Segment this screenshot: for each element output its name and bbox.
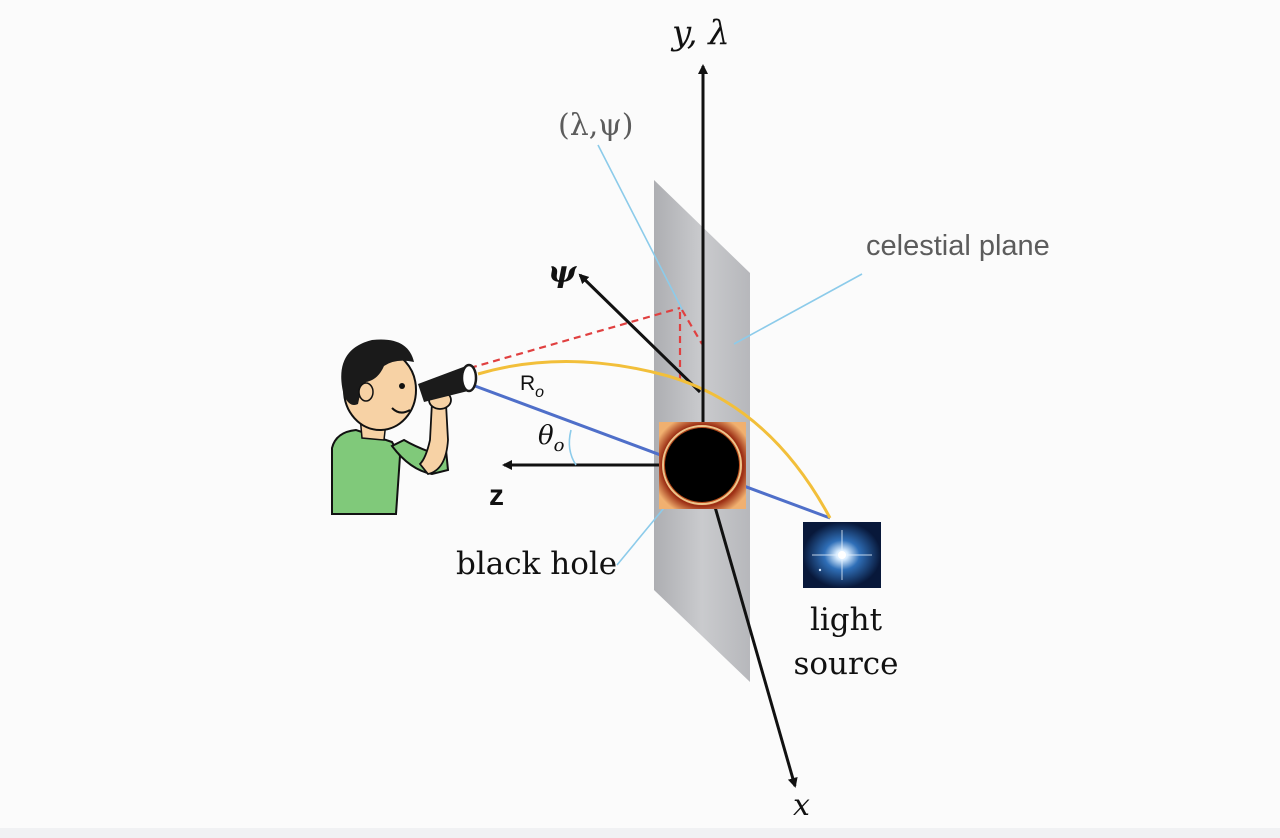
point-leader-line bbox=[597, 144, 684, 312]
celestial-plane-label: celestial plane bbox=[866, 230, 1050, 262]
x-axis-label: x bbox=[793, 788, 810, 823]
sightline-to-point bbox=[469, 306, 681, 370]
black-hole-icon bbox=[659, 422, 746, 509]
y-axis-label: y, λ bbox=[670, 13, 730, 53]
psi-axis bbox=[578, 273, 702, 394]
z-axis-label: z bbox=[489, 479, 504, 512]
x-axis bbox=[701, 464, 798, 788]
telescope-icon bbox=[418, 363, 478, 402]
observer-icon bbox=[331, 339, 452, 515]
star-icon bbox=[803, 522, 881, 588]
light-path bbox=[477, 360, 832, 519]
point-label: (λ,ψ) bbox=[558, 108, 633, 143]
angle-label: θo bbox=[538, 421, 565, 456]
line-of-sight bbox=[474, 384, 831, 520]
light-source-label-line2: source bbox=[793, 646, 898, 682]
point-to-y-axis bbox=[681, 309, 703, 345]
svg-text:Ro: Ro bbox=[520, 372, 544, 401]
psi-axis-label: ψ bbox=[548, 255, 578, 290]
projection-dashes bbox=[469, 306, 703, 380]
distance-label-sub: o bbox=[535, 384, 544, 401]
angle-label-sub: o bbox=[554, 435, 565, 456]
black-hole-leader-line bbox=[616, 507, 665, 566]
distance-label-main: R bbox=[520, 372, 535, 395]
leader-lines bbox=[597, 144, 863, 566]
black-hole-label: black hole bbox=[456, 546, 617, 582]
bottom-strip bbox=[0, 828, 1280, 838]
svg-text:θo: θo bbox=[538, 421, 565, 456]
theta-arc bbox=[568, 429, 577, 466]
plane-leader-line bbox=[733, 273, 863, 345]
angle-label-main: θ bbox=[538, 421, 554, 451]
distance-label: Ro bbox=[520, 372, 544, 401]
light-source-label-line1: light bbox=[810, 602, 883, 638]
